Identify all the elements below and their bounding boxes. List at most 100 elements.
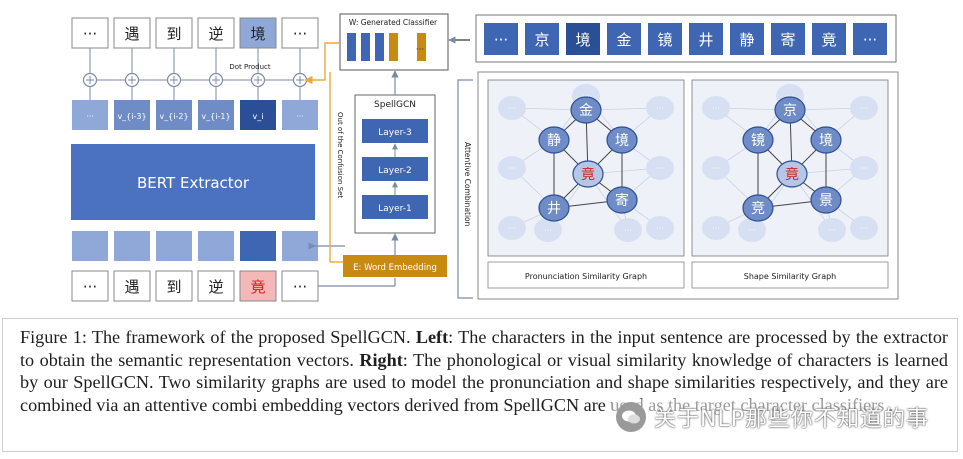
faded-node [702,96,730,120]
graph-node-label: 静 [547,133,561,149]
hidden-vector-row: ···v_{i-3}v_{i-2}v_{i-1}v_i··· [72,100,318,130]
embedding-square [72,231,108,261]
faded-node [498,156,526,180]
hidden-vector-box [156,100,192,130]
candidate-char: 寄 [780,31,795,49]
hidden-vector-label: v_{i-3} [117,112,146,121]
output-token: ··· [293,25,307,43]
caption-label: Figure 1: [20,327,87,347]
caption-left-text: : The characters in the input sentence a… [20,327,948,370]
candidate-box [853,23,887,55]
caption-frame [2,318,958,452]
faded-node-label: ··· [656,164,664,173]
gcn-layer-box [362,157,428,181]
watermark: 关于NLP那些你不知道的事 [612,399,937,435]
graph-node [810,186,842,214]
embedding-square [198,231,234,261]
hidden-vector-box [72,100,108,130]
candidate-box [525,23,559,55]
candidate-box [689,23,723,55]
graph-node [606,126,638,154]
embedding-square [240,231,276,261]
graph-node [776,160,808,188]
faded-node-label: ··· [712,224,720,233]
faded-node [498,96,526,120]
bert-extractor-label: BERT Extractor [137,174,250,192]
input-token: ··· [293,278,307,296]
word-embedding-box [343,255,447,277]
input-token-row: ···遇到逆竟··· [71,270,396,302]
faded-node-label: ··· [508,224,516,233]
caption-left-label: Left [415,327,449,347]
out-of-confusion-label: Out of the Confusion Set [336,112,344,198]
gcn-layer-label: Layer-3 [378,128,412,138]
graph-node-label: 竟 [581,167,595,183]
input-token-box [239,270,277,302]
output-token: 到 [166,25,181,43]
classifier-bar [347,33,356,61]
input-token: 逆 [208,278,223,296]
faded-node [850,216,878,240]
graph-node [538,126,570,154]
input-token: 遇 [124,278,139,296]
graph-node [742,194,774,222]
shape-label-box [691,261,889,289]
spellgcn-title: SpellGCN [374,100,416,110]
candidate-char: 境 [575,31,590,49]
attentive-combination-label: Attentive Combination [463,142,472,227]
graph-node-label: 金 [579,103,593,119]
attentive-brace [457,79,473,299]
hidden-vector-label: v_i [253,112,264,121]
graph-node [742,126,774,154]
candidate-char: ··· [494,31,508,49]
input-token-box [71,270,109,302]
plus-connectors [82,48,308,100]
embedding-row [72,231,318,261]
hidden-vector-label: v_{i-2} [159,112,188,121]
faded-node [818,218,846,242]
graph-node-label: 井 [547,201,561,217]
caption-intro: The framework of the proposed SpellGCN. [91,327,411,347]
embedding-square [114,231,150,261]
graph-node-label: 镜 [751,133,765,149]
input-token-box [197,270,235,302]
gcn-layer-box [362,119,428,143]
classifier-bar [389,33,398,61]
caption-right-text: : The phonological or visual similarity … [20,349,948,415]
classifier-bars [347,33,426,61]
graph-node-label: 景 [819,193,833,209]
input-token-box [281,270,319,302]
candidate-box [484,23,518,55]
faded-node [646,216,674,240]
pron-graph-label: Pronunciation Similarity Graph [525,272,647,281]
faded-node [498,216,526,240]
classifier-bar [417,33,426,61]
output-token: 逆 [208,25,223,43]
graph-node [572,160,604,188]
classifier-title: W: Generated Classifier [349,18,438,27]
faded-node-label: ··· [624,226,632,235]
candidate-char: 竟 [821,31,836,49]
faded-node-label: ··· [860,164,868,173]
dot-product-label: Dot Product [229,63,270,71]
wechat-icon [616,402,646,432]
candidate-box [607,23,641,55]
faded-node-label: ··· [544,226,552,235]
output-token-box [281,17,319,49]
classifier-bar [361,33,370,61]
output-token-box [197,17,235,49]
faded-node [646,156,674,180]
faded-node-label: ··· [748,226,756,235]
hidden-vector-box [114,100,150,130]
hidden-vector-label: ··· [296,112,304,121]
graph-node [606,186,638,214]
shape-graph-label: Shape Similarity Graph [744,272,837,281]
candidate-row: ···京境金镜井静寄竟··· [484,23,887,55]
gcn-layer-label: Layer-2 [378,166,412,176]
classifier-ellipsis: ··· [416,45,425,55]
faded-node-label: ··· [860,224,868,233]
hidden-vector-box [282,100,318,130]
